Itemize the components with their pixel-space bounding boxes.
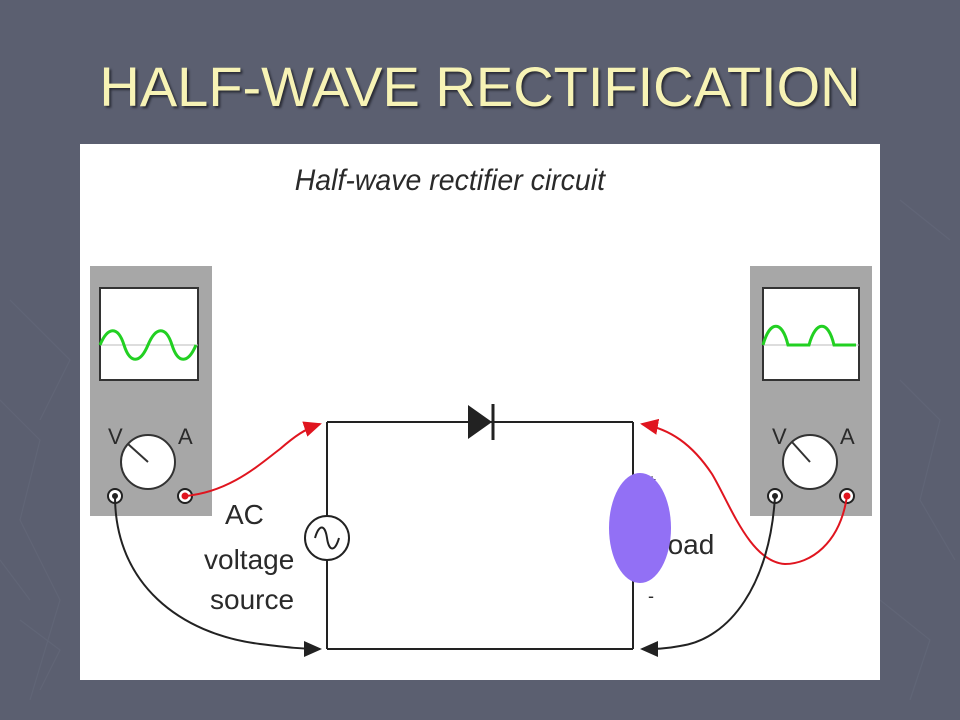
load-cover-blob <box>609 473 671 583</box>
right-black-probe-lead <box>640 495 776 657</box>
right-meter-needle <box>791 441 811 463</box>
left-meter-sine-trace <box>98 329 198 361</box>
left-meter-volt-label: V <box>108 424 123 449</box>
left-meter-screen <box>99 287 199 381</box>
left-meter-needle <box>127 443 149 463</box>
left-meter: V A <box>90 266 212 516</box>
circuit-wires <box>326 421 634 650</box>
ac-label: AC <box>225 499 264 530</box>
left-black-probe-lead <box>114 495 322 657</box>
voltage-label: voltage <box>204 544 294 575</box>
right-meter-screen <box>762 287 860 381</box>
ac-source-symbol <box>304 515 350 561</box>
load-minus-sign: - <box>648 586 654 606</box>
right-meter-halfwave-trace <box>761 324 856 347</box>
left-meter-amp-label: A <box>178 424 193 449</box>
left-red-probe-lead <box>184 421 322 497</box>
right-meter-volt-label: V <box>772 424 787 449</box>
right-meter: V A <box>750 266 872 516</box>
right-meter-amp-label: A <box>840 424 855 449</box>
source-label: source <box>210 584 294 615</box>
diode-symbol <box>468 404 495 440</box>
right-red-probe-lead <box>640 418 848 566</box>
circuit-svg: Half-wave rectifier circuit V A V A <box>90 164 872 657</box>
slide-title: HALF-WAVE RECTIFICATION <box>99 55 861 118</box>
circuit-diagram: Half-wave rectifier circuit V A V A <box>80 144 880 680</box>
diagram-heading: Half-wave rectifier circuit <box>295 164 607 197</box>
